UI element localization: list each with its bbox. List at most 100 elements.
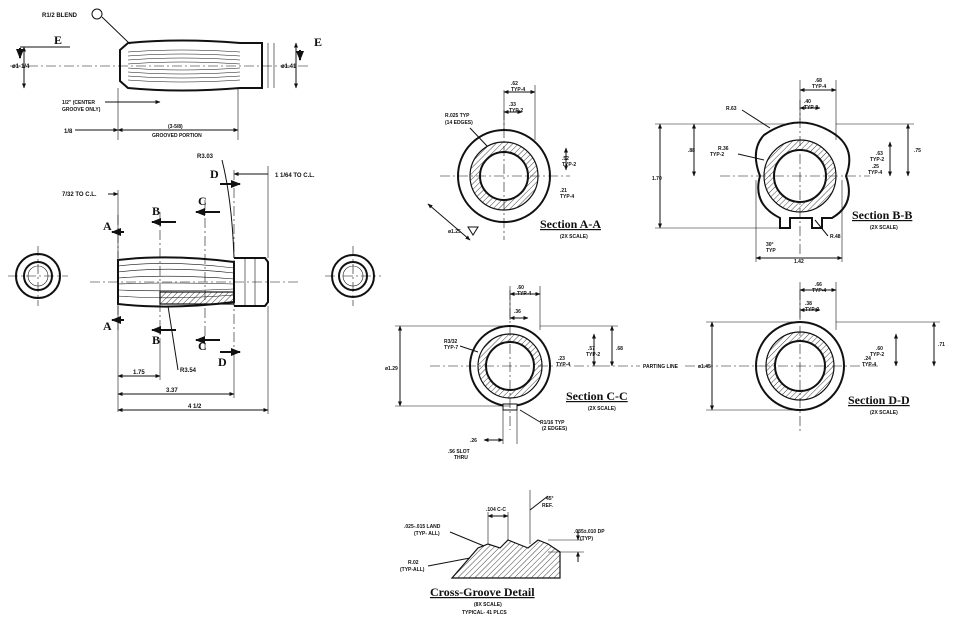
cut-b-bottom-label: B xyxy=(152,333,160,347)
b-25-dim: .25 xyxy=(872,164,879,170)
b-typ2b-label: TYP-2 xyxy=(710,152,724,158)
d-typ4b-label: TYP-4 xyxy=(862,362,876,368)
b-40-dim: .40 xyxy=(804,99,811,105)
right-end-view xyxy=(325,246,381,306)
b-142-dim: 1.42 xyxy=(794,259,804,265)
c-36-dim: .36 xyxy=(514,309,521,315)
a-33-dim: .33 xyxy=(509,102,516,108)
r303-dim: R3.03 xyxy=(197,154,214,160)
grooved-length-dim: (3-5/8) xyxy=(168,124,183,130)
c-typ4-label: TYP-4 xyxy=(517,291,531,297)
od-right-dim: ø1.41 xyxy=(281,64,297,70)
detail-r02-dim: R.02 xyxy=(408,560,419,566)
d-dia-dim: ø1.45 xyxy=(698,364,711,370)
section-a-title: Section A-A xyxy=(540,217,601,231)
d-typ2-label: TYP-2 xyxy=(805,307,819,313)
one-eighth-dim: 1/8 xyxy=(64,129,73,135)
left-end-view xyxy=(8,246,68,306)
d-38-dim: .38 xyxy=(805,301,812,307)
b-63-dim: .63 xyxy=(876,151,883,157)
b-r63-dim: R.63 xyxy=(726,106,737,112)
a-52-dim: .52 xyxy=(562,156,569,162)
c-60-dim: .60 xyxy=(517,285,524,291)
cut-a-bottom-label: A xyxy=(103,319,112,333)
section-d-d: .66 TYP-4 .38 TYP-2 ø1.45 .60 TYP-2 .71 … xyxy=(698,282,945,434)
section-a-a: .62 TYP-4 .33 TYP-2 R.025 TYP (14 EDGES)… xyxy=(427,81,601,241)
b-88-dim: .88 xyxy=(688,148,695,154)
b-r36-dim: R.36 xyxy=(718,146,729,152)
center-groove-label-2: GROOVE ONLY) xyxy=(62,107,101,113)
a-21-dim: .21 xyxy=(560,188,567,194)
cut-d-top-label: D xyxy=(210,167,219,181)
section-b-b: .68 TYP-4 .40 TYP-2 R.63 R.36 TYP-2 .88 … xyxy=(652,78,921,265)
section-c-scale: (2X SCALE) xyxy=(588,406,616,412)
section-d-title: Section D-D xyxy=(848,393,910,407)
d-typ2b-label: TYP-2 xyxy=(870,352,884,358)
d-66-dim: .66 xyxy=(815,282,822,288)
cross-groove-detail: .104 C-C 45° REF. .025-.015 LAND (TYP- A… xyxy=(400,490,605,616)
a-62-dim: .62 xyxy=(511,81,518,87)
b-typ4-label: TYP-4 xyxy=(812,84,826,90)
d-24-dim: .24 xyxy=(864,356,871,362)
detail-dp-dim: .035±.010 DP xyxy=(574,529,605,535)
one-64-dim: 1 1/64 TO C.L. xyxy=(275,173,315,179)
a-typ4b-label: TYP-4 xyxy=(560,194,574,200)
d-71-dim: .71 xyxy=(938,342,945,348)
center-groove-label: 1/2" (CENTER xyxy=(62,100,95,106)
c-thru-label: THRU xyxy=(454,455,468,461)
c-dia-dim: ø1.29 xyxy=(385,366,398,372)
c-26-dim: .26 xyxy=(470,438,477,444)
detail-typical: TYPICAL- 41 PLCS xyxy=(462,610,507,616)
cut-d-bottom-label: D xyxy=(218,355,227,369)
a-edges-label: (14 EDGES) xyxy=(445,120,473,126)
b-typ4b-label: TYP-4 xyxy=(868,170,882,176)
section-b-scale: (2X SCALE) xyxy=(870,225,898,231)
r354-dim: R3.54 xyxy=(180,368,197,374)
blend-label: R1/2 BLEND xyxy=(42,13,78,19)
top-elevation-view: R1/2 BLEND E E ø1-1/4 ø1.41 1/2" (CENTER… xyxy=(10,8,322,140)
detail-scale: (8X SCALE) xyxy=(474,602,502,608)
parting-line: PARTING LINE xyxy=(600,364,760,370)
detail-title: Cross-Groove Detail xyxy=(430,585,535,599)
c-r332-dim: R3/32 xyxy=(444,339,458,345)
a-typ2b-label: TYP-2 xyxy=(562,162,576,168)
c-68-dim: .68 xyxy=(616,346,623,352)
grooved-portion-label: GROOVED PORTION xyxy=(152,133,202,139)
cut-e-right-label: E xyxy=(314,35,322,49)
detail-r02-typ: (TYP-ALL) xyxy=(400,567,425,573)
c-23-dim: .23 xyxy=(558,356,565,362)
b-68-dim: .68 xyxy=(815,78,822,84)
a-dia-dim: ø1.25 xyxy=(448,229,461,235)
cut-e-left-label: E xyxy=(54,33,62,47)
detail-land-dim: .025-.015 LAND xyxy=(404,524,441,530)
b-typ-label: TYP xyxy=(766,248,776,254)
detail-land-typ: (TYP- ALL) xyxy=(414,531,440,537)
d-60-dim: .60 xyxy=(876,346,883,352)
detail-ref-label: REF. xyxy=(542,503,553,509)
od-left-dim: ø1-1/4 xyxy=(12,64,30,70)
detail-angle-dim: 45° xyxy=(546,496,554,502)
section-c-title: Section C-C xyxy=(566,389,628,403)
section-b-title: Section B-B xyxy=(852,208,912,222)
seven-32-dim: 7/32 TO C.L. xyxy=(62,192,97,198)
b-75-dim: .75 xyxy=(914,148,921,154)
c-typ7-label: TYP-7 xyxy=(444,345,458,351)
len-175-dim: 1.75 xyxy=(133,370,145,376)
b-r48-dim: R.48 xyxy=(830,234,841,240)
detail-cc-dim: .104 C-C xyxy=(486,507,506,513)
cut-b-top-label: B xyxy=(152,204,160,218)
cut-a-top-label: A xyxy=(103,219,112,233)
len-337-dim: 3.37 xyxy=(166,388,178,394)
b-angle-dim: 30° xyxy=(766,242,774,248)
b-typ2-label: TYP-2 xyxy=(804,105,818,111)
a-r025-label: R.025 TYP xyxy=(445,113,470,119)
parting-line-label: PARTING LINE xyxy=(643,364,679,370)
b-typ2c-label: TYP-2 xyxy=(870,157,884,163)
b-170-dim: 1.70 xyxy=(652,176,662,182)
c-edges-label: (2 EDGES) xyxy=(542,426,567,432)
section-c-c: .60 TYP-4 .36 R3/32 TYP-7 .57 TYP-2 .68 … xyxy=(385,285,628,461)
main-elevation-view: A A B B C C D D R3.03 1 1/64 TO C.L. 7/3… xyxy=(62,154,315,414)
a-typ4-label: TYP-4 xyxy=(511,87,525,93)
c-57-dim: .57 xyxy=(588,346,595,352)
